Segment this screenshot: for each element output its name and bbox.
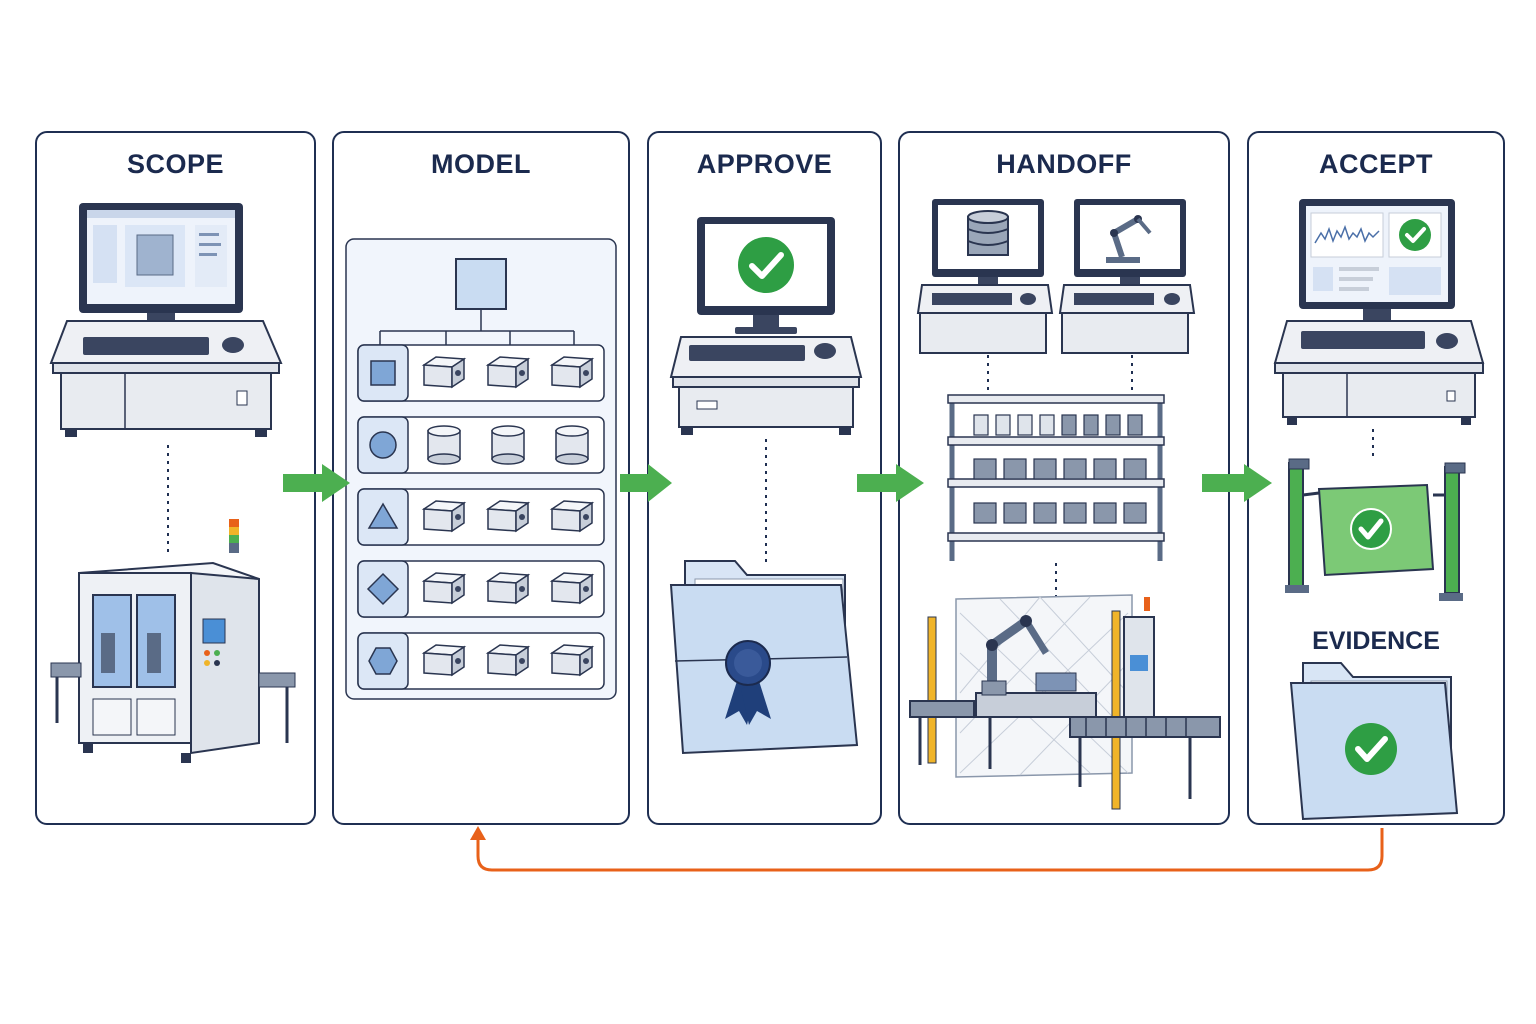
circle-shape-icon [369,431,397,459]
stored-part-icon [1083,414,1099,436]
model-category-row [357,416,605,474]
verification-monitor-icon [1273,199,1485,425]
stage-panel-scope: SCOPE [35,131,316,825]
approval-monitor-icon [669,217,863,435]
housing-part-icon [421,644,467,677]
database-icon [967,210,1009,256]
award-seal-icon [725,640,771,725]
stage-panel-accept: ACCEPT [1247,131,1505,825]
block-part-icon [549,356,595,389]
square-shape-icon [370,360,396,386]
stage-title-scope: SCOPE [126,149,225,179]
certified-folder-icon [669,560,859,755]
hexagon-shape-icon [368,647,398,675]
checkmark-icon [1345,723,1397,775]
database-workstation-icon [916,199,1054,354]
cylinder-part-icon [491,425,525,465]
stage-panel-approve: APPROVE [647,131,882,825]
stage-panel-model: MODEL [332,131,630,825]
model-hierarchy-diagram [345,238,617,700]
stored-part-icon [1033,458,1057,480]
stored-part-icon [1017,414,1033,436]
rail-part-icon [485,572,531,605]
stored-part-icon [1039,414,1055,436]
stored-part-icon [973,502,997,524]
turnstile-gate-icon [1285,458,1466,601]
stored-part-icon [1003,458,1027,480]
stored-part-icon [973,414,989,436]
handoff-illustration [909,199,1221,810]
production-cell-machine-icon [50,519,296,763]
stored-part-icon [1105,414,1121,436]
stored-part-icon [1063,458,1087,480]
cylinder-part-icon [427,425,461,465]
desk-icon [49,320,283,437]
rail-part-icon [421,572,467,605]
diamond-shape-icon [366,572,400,606]
stored-part-icon [1123,458,1147,480]
stored-part-icon [1063,502,1087,524]
stored-part-icon [1093,502,1117,524]
model-category-row [357,344,605,402]
accept-illustration [1273,199,1485,821]
block-part-icon [421,356,467,389]
approve-illustration [669,217,863,755]
stage-panel-handoff: HANDOFF [898,131,1230,825]
evidence-folder-icon [1289,662,1459,821]
stored-part-icon [1061,414,1077,436]
checkmark-icon [1399,219,1431,251]
bracket-part-icon [421,500,467,533]
robot-workstation-icon [1058,199,1196,354]
stored-part-icon [995,414,1011,436]
model-category-row [357,560,605,618]
stored-part-icon [1093,458,1117,480]
workstation-monitor-icon [79,203,243,330]
checkmark-icon [738,237,794,293]
stored-part-icon [1033,502,1057,524]
robot-arm-icon [1106,215,1152,263]
stage-title-handoff: HANDOFF [996,149,1132,179]
stored-part-icon [1123,502,1147,524]
model-category-row [357,488,605,546]
evidence-label: EVIDENCE [1312,627,1440,655]
scope-illustration [49,203,296,763]
stored-part-icon [1127,414,1143,436]
cylinder-part-icon [555,425,589,465]
stage-title-model: MODEL [431,149,531,179]
robotic-work-cell-icon [909,594,1221,810]
housing-part-icon [485,644,531,677]
model-category-row [357,632,605,690]
housing-part-icon [549,644,595,677]
loop-back-arrow-icon [470,826,1384,872]
stage-title-approve: APPROVE [696,149,833,179]
parts-shelf-icon [947,394,1165,561]
stage-title-accept: ACCEPT [1318,149,1433,179]
triangle-shape-icon [367,502,399,529]
bracket-part-icon [485,500,531,533]
stored-part-icon [1003,502,1027,524]
rail-part-icon [549,572,595,605]
root-model-icon [455,258,507,310]
stored-part-icon [973,458,997,480]
block-part-icon [485,356,531,389]
bracket-part-icon [549,500,595,533]
